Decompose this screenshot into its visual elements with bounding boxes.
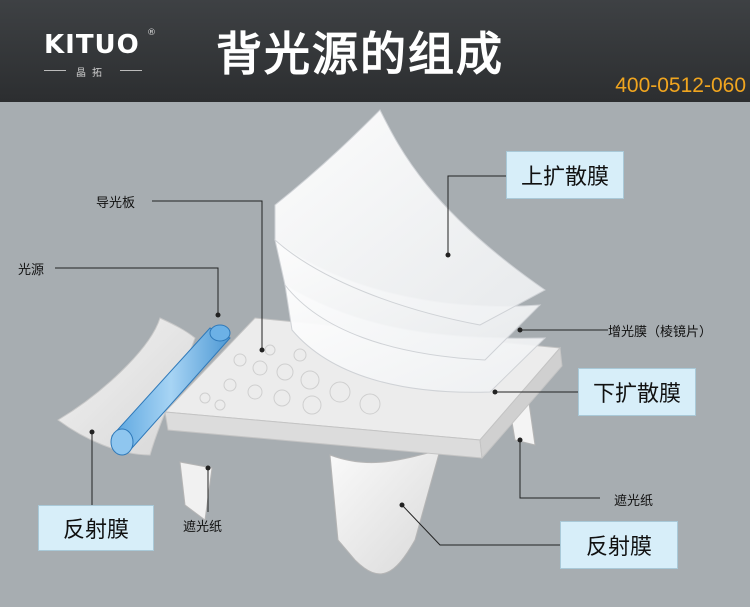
logo-registered-mark: ® [147,28,156,38]
leader-upper-diffuser [447,175,506,255]
logo-subtitle: 晶拓 [76,68,108,79]
label-light-source: 光源 [18,263,45,278]
leader-dots [89,252,523,508]
leader-reflector-bottom [401,504,560,546]
logo-text: KITUO [44,30,140,60]
leader-shading-right [519,440,600,499]
leader-lines [55,175,608,546]
label-brightness-film: 增光膜（棱镜片） [608,325,713,340]
label-upper-diffuser: 上扩散膜 [506,151,624,199]
phone-number: 400-0512-060 [615,74,746,97]
label-shading-right: 遮光纸 [614,494,654,509]
label-reflector-left: 反射膜 [38,505,154,551]
label-lower-diffuser: 下扩散膜 [578,368,696,416]
bottom-reflector-sheet [329,449,441,575]
light-guide-plate-side [479,346,563,460]
leader-light-source [55,267,219,315]
label-light-guide: 导光板 [96,196,136,211]
light-guide-dot-pattern [199,344,381,415]
left-shading-paper [179,461,213,521]
logo-divider-right [120,70,142,71]
label-shading-left: 遮光纸 [183,520,223,535]
leader-light-guide [152,200,263,350]
header-bar: KITUO ® 晶拓 背光源的组成 400-0512-060 [0,0,750,102]
page-title: 背光源的组成 [216,27,504,81]
upper-diffuser-sheet [274,109,546,326]
logo-divider-left [44,70,66,71]
label-reflector-bottom: 反射膜 [560,521,678,569]
light-source-lamp [110,324,231,456]
brand-logo: KITUO ® 晶拓 [44,28,156,80]
